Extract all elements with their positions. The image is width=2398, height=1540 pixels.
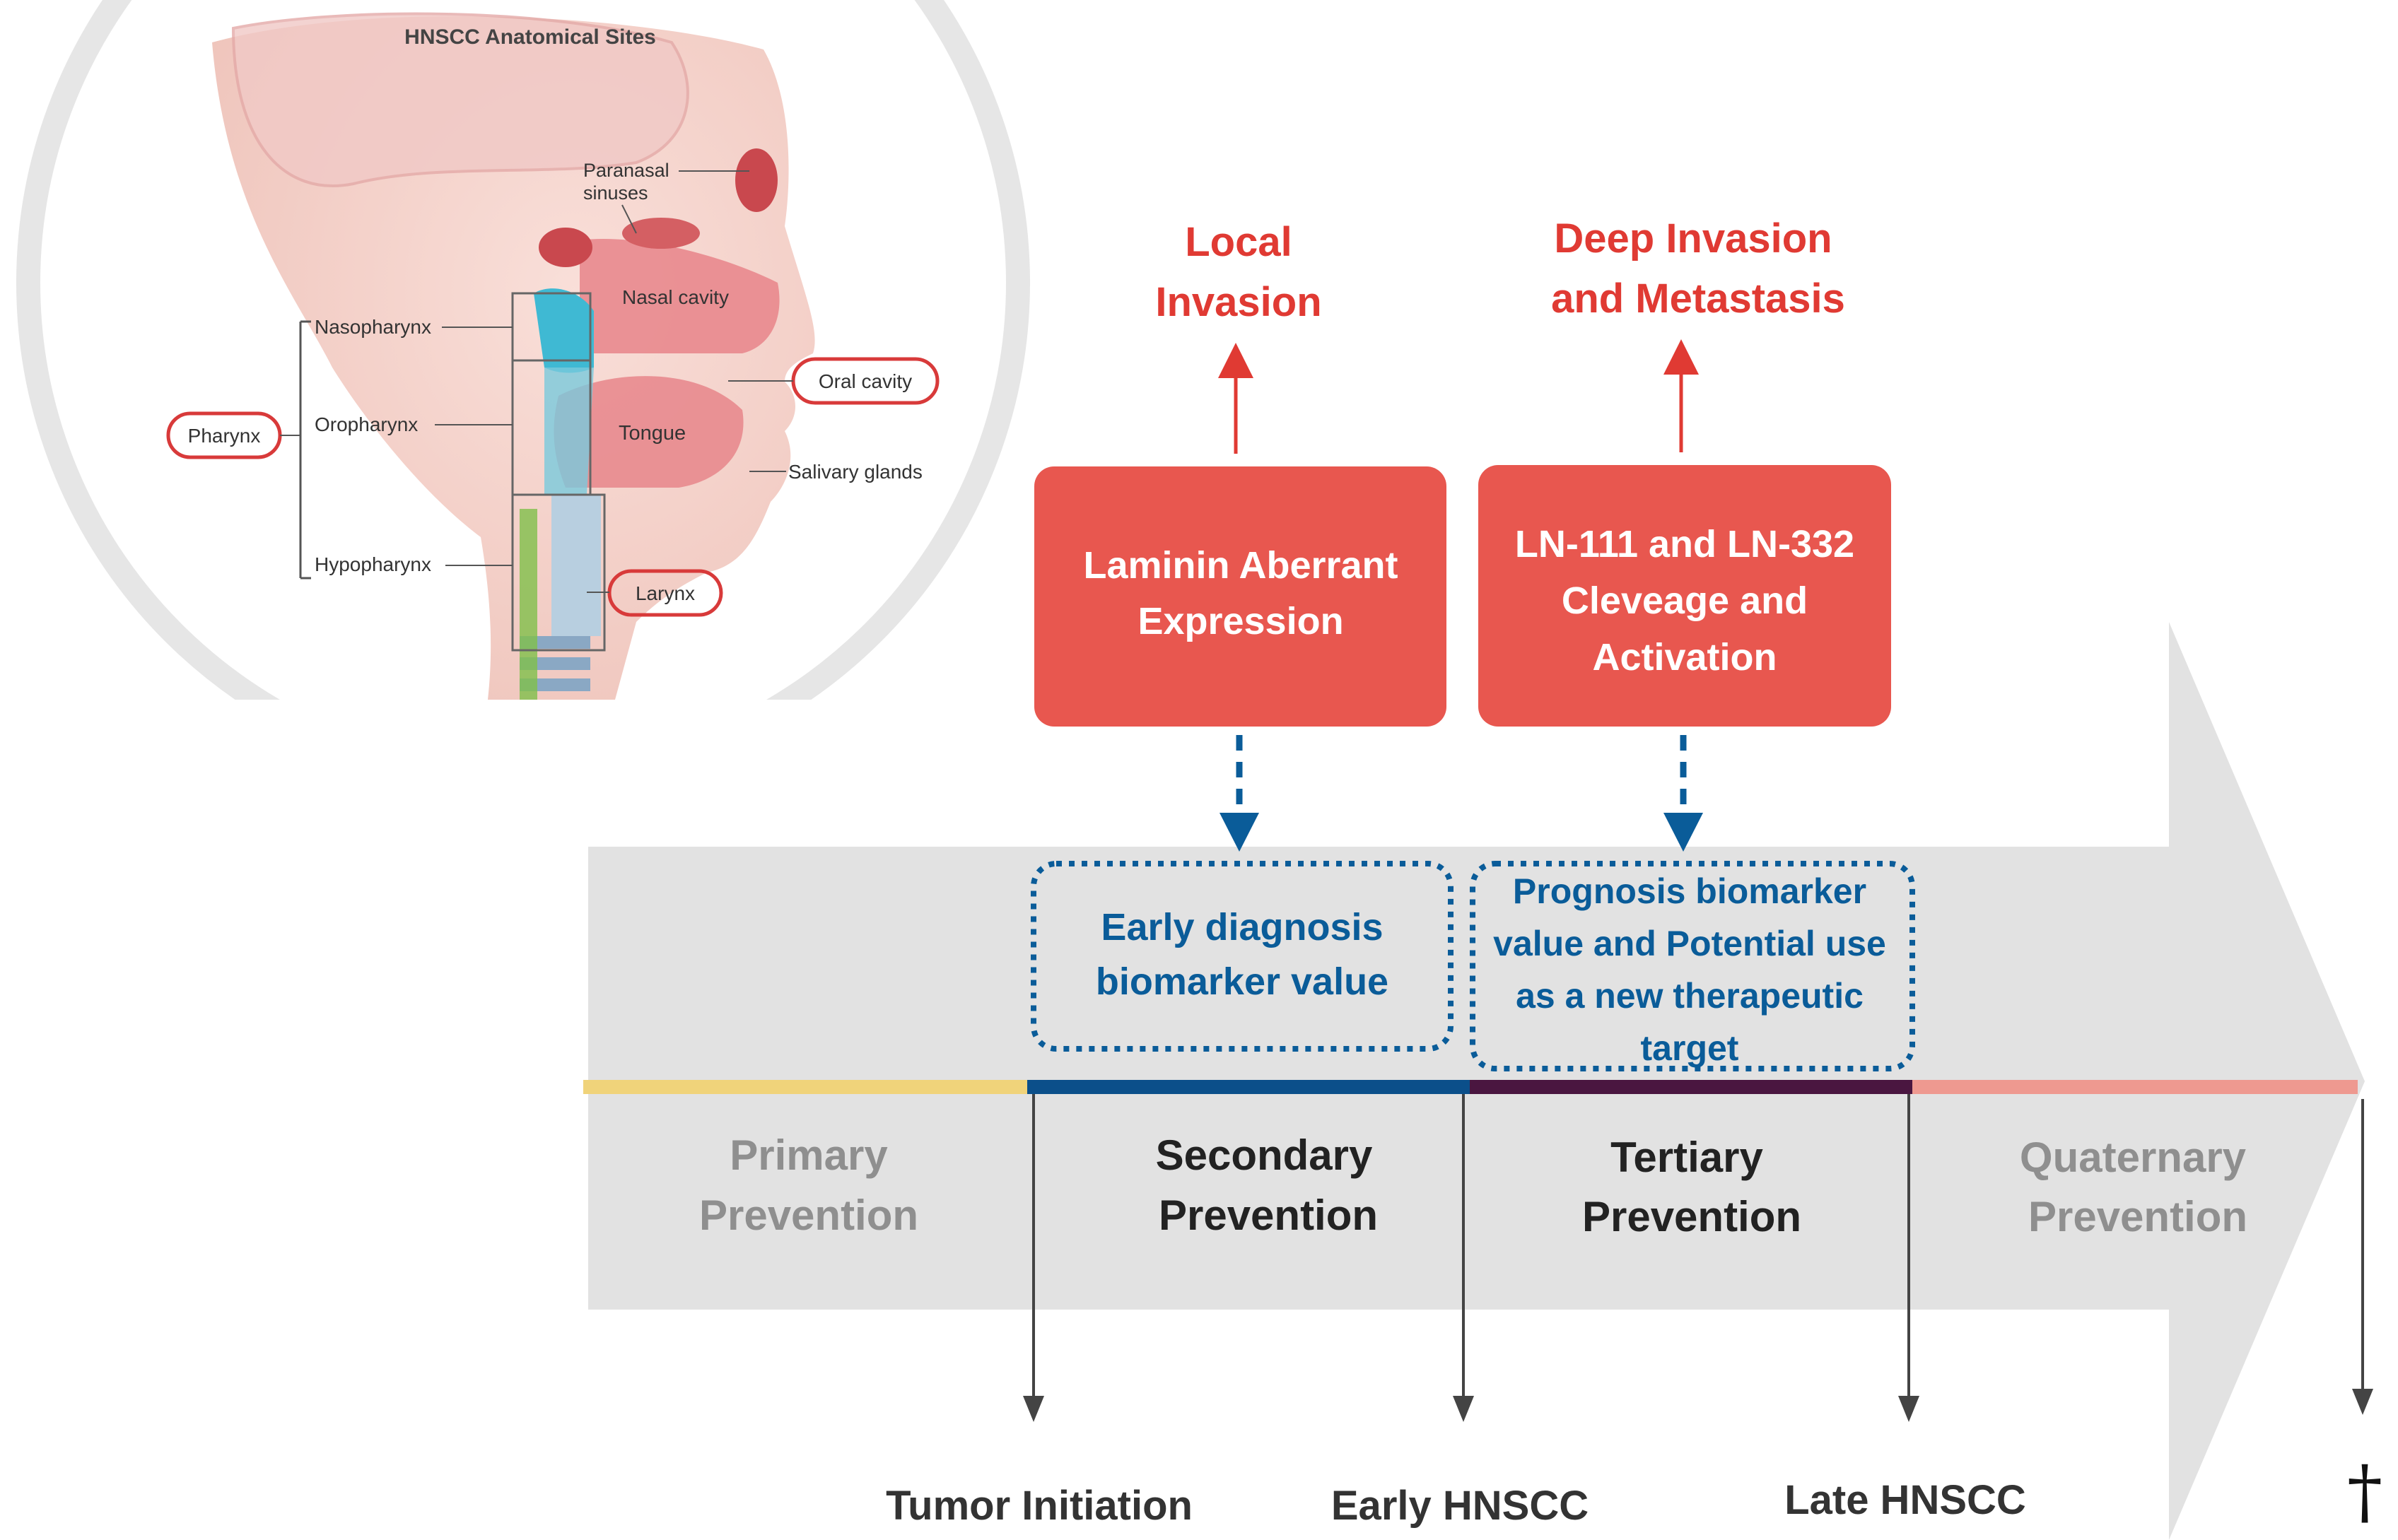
tertiary-prevention-line1: Tertiary — [1610, 1134, 1763, 1181]
paranasal-label-line1: Paranasal — [583, 160, 669, 181]
salivary-glands-label: Salivary glands — [788, 461, 923, 483]
ln-box-line3: Activation — [1592, 636, 1777, 678]
laminin-box-line1: Laminin Aberrant — [1083, 544, 1398, 587]
prognosis-line4: target — [1641, 1028, 1739, 1068]
primary-prevention-line1: Primary — [730, 1132, 888, 1179]
deep-invasion-line1: Deep Invasion — [1554, 216, 1832, 261]
early-diagnosis-box — [1031, 861, 1454, 1052]
ethmoid-sinus — [622, 218, 700, 249]
nasopharynx-label: Nasopharynx — [315, 316, 431, 338]
laminin-arrowhead — [1220, 813, 1259, 852]
anatomy-panel: HNSCC Anatomical Sites Paranasal sinuses… — [16, 0, 1030, 700]
ln-arrowhead — [1663, 813, 1703, 852]
prognosis-line3: as a new therapeutic — [1516, 976, 1864, 1016]
early-hnscc-label: Early HNSCC — [1331, 1483, 1589, 1529]
prognosis-line1: Prognosis biomarker — [1513, 871, 1866, 911]
brain-illustration — [231, 12, 689, 188]
ln-box-line1: LN-111 and LN-332 — [1515, 523, 1854, 565]
tertiary-prevention-line2: Prevention — [1582, 1193, 1801, 1240]
local-invasion-line2: Invasion — [1155, 279, 1321, 325]
pharynx-label: Pharynx — [188, 425, 261, 447]
tumor-initiation-label: Tumor Initiation — [886, 1483, 1193, 1529]
nasopharynx-shape — [534, 288, 594, 373]
ln-box-line2: Cleveage and — [1562, 580, 1808, 622]
band-secondary — [1027, 1080, 1470, 1094]
paranasal-label-line2: sinuses — [583, 182, 648, 204]
hypopharynx-label: Hypopharynx — [315, 553, 431, 575]
prognosis-line2: value and Potential use — [1493, 924, 1886, 963]
laminin-box-line2: Expression — [1137, 600, 1343, 642]
larynx-shape — [551, 495, 601, 636]
laminin-expression-box — [1034, 466, 1446, 727]
early-diagnosis-line1: Early diagnosis — [1101, 906, 1383, 948]
secondary-prevention-line2: Prevention — [1159, 1192, 1378, 1239]
larynx-label: Larynx — [636, 582, 695, 604]
sphenoid-sinus — [539, 228, 592, 267]
paranasal-leader-2 — [621, 204, 637, 234]
hypopharynx-region-box — [511, 493, 606, 652]
esophagus-shape — [520, 509, 537, 700]
quaternary-prevention-line2: Prevention — [2028, 1193, 2247, 1240]
band-quaternary — [1912, 1080, 2358, 1094]
late-hnscc-arrowhead — [1898, 1396, 1919, 1422]
early-diagnosis-line2: biomarker value — [1096, 960, 1388, 1003]
death-arrowhead — [2352, 1389, 2373, 1415]
nasal-cavity-label: Nasal cavity — [622, 286, 729, 308]
local-invasion-line1: Local — [1185, 219, 1292, 265]
band-tertiary — [1470, 1080, 1912, 1094]
primary-prevention-line2: Prevention — [699, 1192, 918, 1239]
oral-cavity-label: Oral cavity — [819, 370, 912, 392]
secondary-prevention-line1: Secondary — [1156, 1132, 1373, 1179]
ln-cleavage-box — [1478, 465, 1891, 727]
death-dagger-icon: † — [2347, 1450, 2382, 1533]
quaternary-prevention-line1: Quaternary — [2020, 1134, 2247, 1181]
tongue-label: Tongue — [619, 422, 686, 445]
deep-invasion-line2: and Metastasis — [1551, 276, 1845, 322]
band-primary — [583, 1080, 1027, 1094]
frontal-sinus — [735, 148, 778, 212]
oropharynx-label: Oropharynx — [315, 413, 418, 435]
oropharynx-shape — [544, 368, 594, 495]
prognosis-box — [1470, 861, 1915, 1071]
anatomy-title: HNSCC Anatomical Sites — [404, 25, 656, 49]
early-hnscc-arrowhead — [1453, 1396, 1474, 1422]
nasal-cavity-shape — [580, 239, 780, 353]
tumor-initiation-arrowhead — [1023, 1396, 1044, 1422]
tongue-shape — [554, 376, 744, 488]
late-hnscc-label: Late HNSCC — [1784, 1477, 2026, 1523]
